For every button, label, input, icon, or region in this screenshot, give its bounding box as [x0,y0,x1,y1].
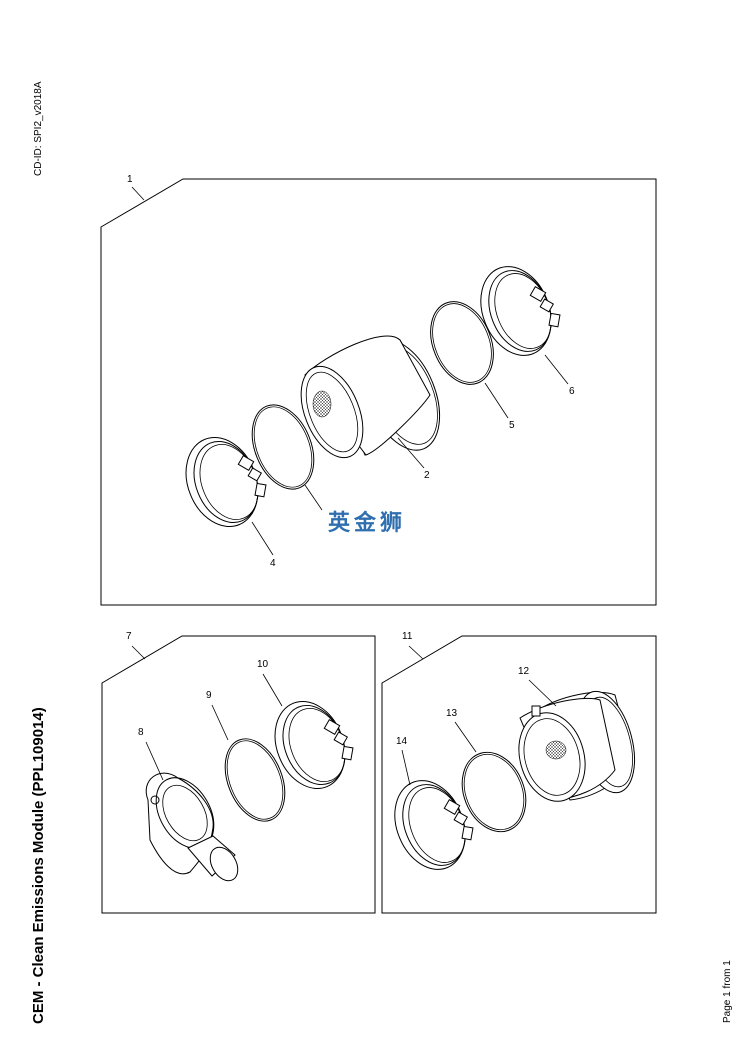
clamp-part-10 [274,700,354,790]
panel-11: 11 12 13 14 [381,631,657,914]
callout-8: 8 [138,727,144,738]
callout-1: 1 [127,174,133,185]
callout-12: 12 [518,666,530,677]
outlet-elbow-part-8 [145,772,239,882]
dpf-canister-part-12 [518,690,635,802]
gasket-part-5 [430,301,494,385]
callout-10: 10 [257,659,269,670]
callout-13: 13 [446,708,458,719]
dpf-canister-part-2 [300,335,441,459]
callout-4: 4 [270,558,276,569]
callout-14: 14 [396,736,408,747]
panel-7: 7 8 9 10 [101,631,376,914]
panel-1: 1 4 2 [100,174,657,606]
callout-2: 2 [424,470,430,481]
callout-9: 9 [206,690,212,701]
callout-7: 7 [126,631,132,642]
gasket-part-9 [224,738,286,822]
clamp-part-6 [480,266,561,356]
watermark: 英金狮 [328,510,406,536]
clamp-part-14 [394,780,474,870]
callout-11: 11 [402,631,413,642]
clamp-part-4 [185,436,267,528]
callout-5: 5 [509,420,515,431]
gasket-part-13 [461,751,527,833]
gasket-left [251,404,315,490]
callout-6: 6 [569,386,575,397]
